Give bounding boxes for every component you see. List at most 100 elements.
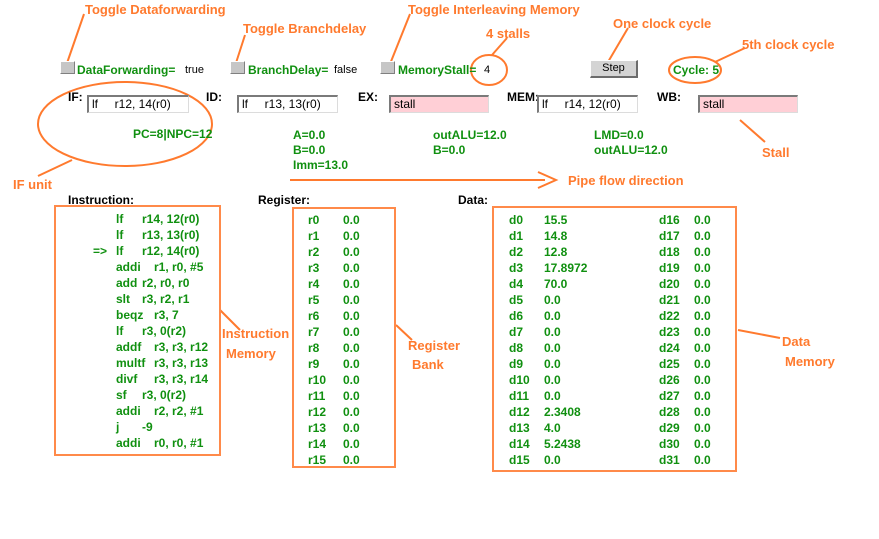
data-address: d25 [659,357,680,371]
mem-outalu-value: outALU=12.0 [594,143,668,157]
data-address: d14 [509,437,530,451]
data-address: d17 [659,229,680,243]
data-value: 0.0 [544,341,561,355]
data-address: d26 [659,373,680,387]
annotation-instruction-memory-1: Instruction [222,326,290,341]
data-address: d13 [509,421,530,435]
data-value: 0.0 [694,245,711,259]
data-value: 70.0 [544,277,568,291]
annotation-one-clock-cycle: One clock cycle [613,16,712,31]
if-pc-value: PC=8|NPC=12 [133,127,213,141]
data-value: 0.0 [544,357,561,371]
data-address: d9 [509,357,524,371]
instruction-operands: -9 [142,420,153,434]
data-value: 0.0 [694,277,711,291]
instruction-opcode: slt [116,292,131,306]
data-value: 0.0 [544,309,561,323]
data-value: 17.8972 [544,261,588,275]
instruction-operands: r1, r0, #5 [154,260,204,274]
register-name: r2 [308,245,320,259]
register-value: 0.0 [343,405,360,419]
data-address: d10 [509,373,530,387]
annotation-register-bank-2: Bank [412,357,444,372]
step-button[interactable]: Step [590,60,638,78]
data-address: d1 [509,229,524,243]
data-value: 0.0 [694,405,711,419]
annotation-register-bank-1: Register [408,338,461,353]
memorystall-checkbox[interactable] [380,61,395,74]
instruction-opcode: multf [116,356,146,370]
id-stage-field[interactable]: lf r13, 13(r0) [237,95,338,113]
instruction-operands: r3, r2, r1 [142,292,190,306]
data-value: 0.0 [694,325,711,339]
branchdelay-value: false [334,64,358,76]
register-name: r8 [308,341,320,355]
register-name: r15 [308,453,327,467]
register-bank-box [292,207,396,468]
ex-stage-field[interactable]: stall [389,95,489,113]
data-address: d16 [659,213,680,227]
instruction-memory-box [54,205,221,456]
dataforwarding-checkbox[interactable] [60,61,75,74]
data-address: d20 [659,277,680,291]
instruction-opcode: beqz [116,308,144,322]
data-address: d23 [659,325,680,339]
data-value: 0.0 [694,229,711,243]
register-value: 0.0 [343,277,360,291]
ex-stage-label: EX: [358,90,379,104]
data-value: 0.0 [544,325,561,339]
register-name: r14 [308,437,327,451]
data-value: 0.0 [694,437,711,451]
register-name: r4 [308,277,320,291]
data-value: 0.0 [544,373,561,387]
annotation-pipe-flow: Pipe flow direction [568,173,684,188]
annotation-toggle-dataforwarding: Toggle Dataforwarding [85,2,226,17]
data-address: d3 [509,261,524,275]
instruction-operands: r3, r3, r13 [154,356,209,370]
annotation-if-unit: IF unit [13,177,52,192]
instruction-operands: r0, r0, #1 [154,436,204,450]
data-address: d19 [659,261,680,275]
data-value: 0.0 [694,389,711,403]
register-name: r1 [308,229,320,243]
branchdelay-checkbox[interactable] [230,61,245,74]
data-address: d11 [509,389,530,403]
annotation-toggle-interleaving: Toggle Interleaving Memory [408,2,580,17]
data-address: d30 [659,437,680,451]
data-address: d6 [509,309,524,323]
register-name: r0 [308,213,320,227]
data-value: 0.0 [544,293,561,307]
instruction-operands: r2, r0, r0 [142,276,190,290]
register-value: 0.0 [343,213,360,227]
if-stage-field[interactable]: lf r12, 14(r0) [87,95,189,113]
instruction-opcode: add [116,276,138,290]
instruction-operands: r3, 0(r2) [142,388,187,402]
data-value: 14.8 [544,229,568,243]
annotation-fifth-clock-cycle: 5th clock cycle [742,37,835,52]
cycle-counter: Cycle: 5 [673,63,720,77]
instruction-operands: r3, r3, r12 [154,340,209,354]
mem-stage-label: MEM: [507,90,539,104]
data-address: d12 [509,405,530,419]
dataforwarding-value: true [185,64,204,76]
data-value: 0.0 [694,261,711,275]
annotation-instruction-memory-2: Memory [226,346,276,361]
wb-stage-field[interactable]: stall [698,95,798,113]
instruction-opcode: addf [116,340,142,354]
mem-lmd-value: LMD=0.0 [594,128,644,142]
data-value: 4.0 [544,421,561,435]
mem-stage-field[interactable]: lf r14, 12(r0) [537,95,638,113]
id-a-value: A=0.0 [293,128,326,142]
annotation-stall: Stall [762,145,790,160]
register-name: r11 [308,389,326,403]
data-address: d29 [659,421,680,435]
data-address: d7 [509,325,524,339]
instruction-operands: r14, 12(r0) [142,212,200,226]
data-value: 0.0 [694,309,711,323]
data-value: 12.8 [544,245,568,259]
instruction-operands: r13, 13(r0) [142,228,200,242]
data-header: Data: [458,193,489,207]
instruction-opcode: divf [116,372,138,386]
annotation-stalls: 4 stalls [486,26,531,41]
